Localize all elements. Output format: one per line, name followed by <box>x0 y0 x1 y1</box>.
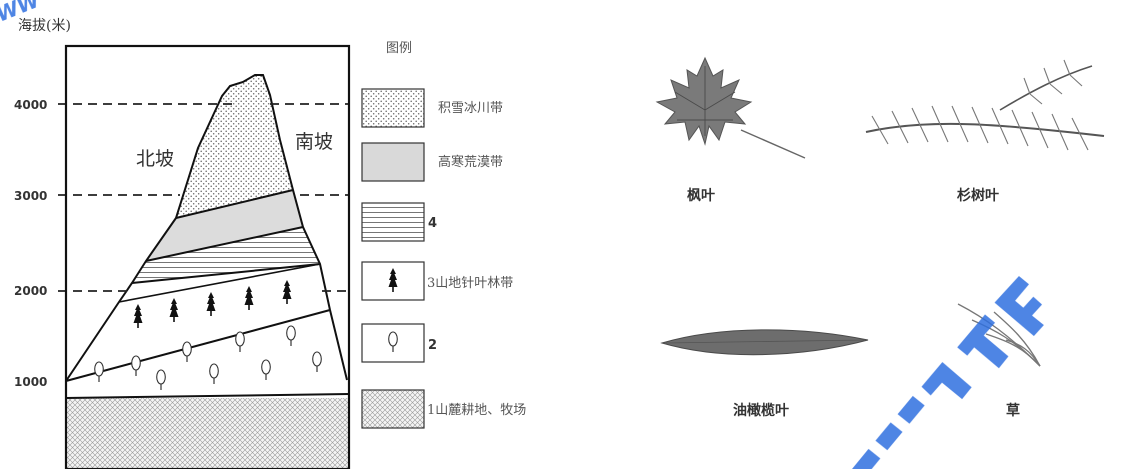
maple-leaf-icon <box>655 56 806 159</box>
legend-title: 图例 <box>386 41 412 56</box>
caption-olive: 油橄榄叶 <box>733 402 789 419</box>
legend-swatch-farmland <box>361 389 425 429</box>
caption-maple: 枫叶 <box>687 187 715 204</box>
legend-label-zone2: 2 <box>428 338 437 353</box>
legend-swatch-snow <box>361 88 425 128</box>
tick-3000: 3000 <box>14 189 47 203</box>
south-slope-label: 南坡 <box>295 131 333 153</box>
legend-label-conifer: 3山地针叶林带 <box>427 276 513 291</box>
legend-label-zone4: 4 <box>428 216 437 231</box>
olive-leaf-icon <box>660 329 869 356</box>
zone-3-conifer <box>119 264 330 310</box>
caption-fir: 杉树叶 <box>957 187 999 204</box>
tick-1000: 1000 <box>14 375 47 389</box>
leaf-illustrations: 枫叶 杉树叶 <box>655 56 1105 419</box>
zone-snow-glacier <box>176 75 293 218</box>
zone-4 <box>132 227 320 283</box>
legend-swatch-zone4 <box>361 202 425 242</box>
legend-label-alpine: 高寒荒漠带 <box>438 154 503 170</box>
grass-icon <box>957 303 1041 367</box>
watermark: WW <box>0 0 1044 469</box>
tick-4000: 4000 <box>14 98 47 112</box>
north-slope-label: 北坡 <box>136 148 174 170</box>
legend: 图例 积雪冰川带 高寒荒漠带 4 3山地针叶林带 2 1山麓耕地、牧场 <box>361 41 526 429</box>
diagram-frame <box>64 44 351 469</box>
zone-alpine-desert <box>146 190 303 261</box>
legend-label-farmland: 1山麓耕地、牧场 <box>427 402 526 418</box>
fir-branch-icon <box>865 59 1105 151</box>
legend-label-snow: 积雪冰川带 <box>438 101 503 116</box>
caption-grass: 草 <box>1006 402 1020 419</box>
tick-2000: 2000 <box>14 284 47 298</box>
axis-label: 海拔(米) <box>18 18 71 34</box>
legend-swatch-alpine <box>361 142 425 182</box>
mountain-diagram: 海拔(米) 4000 3000 2000 1000 <box>14 18 351 469</box>
zone-1-farmland <box>66 398 349 469</box>
